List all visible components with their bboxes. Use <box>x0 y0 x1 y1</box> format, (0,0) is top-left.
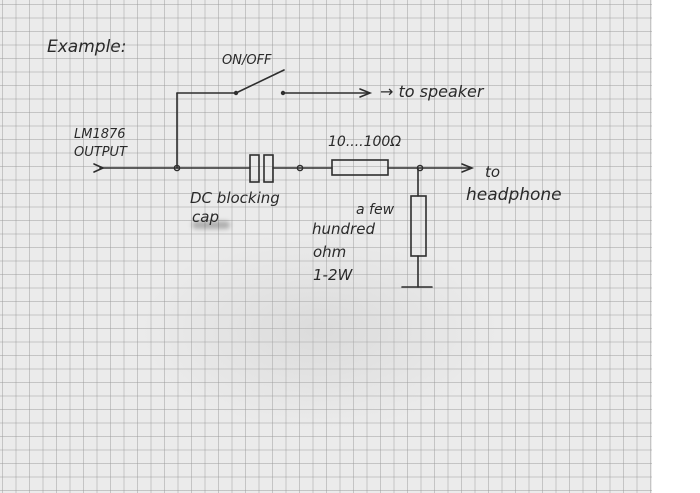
paper-smudge <box>140 230 500 430</box>
capacitor-plate-right <box>263 154 274 183</box>
shunt-wattage-label: 1-2W <box>313 266 353 284</box>
scan-margin <box>652 0 700 493</box>
shunt-value-label-3: ohm <box>313 243 347 261</box>
headphone-to-label: to <box>485 163 501 181</box>
circuit-schematic <box>93 69 475 288</box>
output-label: OUTPUT <box>74 145 127 160</box>
shunt-value-label-2: hundred <box>312 220 375 238</box>
shunt-value-label-1: a few <box>356 202 395 218</box>
shunt-resistor <box>410 195 427 257</box>
graph-paper-sheet <box>0 0 652 493</box>
cap-output-node <box>296 164 304 172</box>
cap-label: cap <box>192 208 219 226</box>
capacitor-plate-left <box>249 154 260 183</box>
dc-blocking-label: DC blocking <box>190 189 280 207</box>
headphone-label: headphone <box>466 185 562 205</box>
switch-lever <box>235 69 285 94</box>
ink-smear <box>192 221 230 229</box>
series-resistor <box>331 159 389 176</box>
example-heading: Example: <box>47 37 127 57</box>
speaker-arrow <box>359 88 373 98</box>
headphone-arrow <box>461 163 475 173</box>
series-resistor-label: 10....100Ω <box>328 134 402 150</box>
chip-label: LM1876 <box>74 127 126 142</box>
speaker-label: → to speaker <box>380 82 484 101</box>
switch-label: ON/OFF <box>222 53 272 68</box>
